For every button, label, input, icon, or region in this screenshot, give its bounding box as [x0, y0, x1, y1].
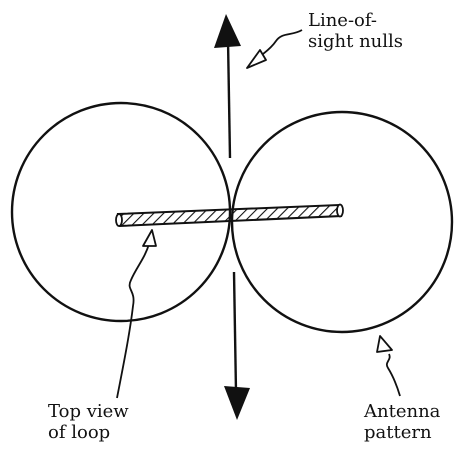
label-top-view-of-loop-line1: Top view	[48, 401, 129, 422]
label-antenna-pattern-line2: pattern	[364, 422, 432, 443]
lower-null-arrow	[224, 271, 250, 420]
loop-leader	[116, 229, 157, 399]
nulls-leader	[246, 29, 303, 69]
loop-top-view	[115, 203, 344, 228]
label-top-view-of-loop: Top view of loop	[48, 401, 129, 443]
label-line-of-sight-nulls-line1: Line-of-	[308, 10, 377, 31]
label-line-of-sight-nulls: Line-of- sight nulls	[308, 10, 403, 52]
right-pattern-lobe	[230, 110, 454, 334]
label-antenna-pattern: Antenna pattern	[364, 401, 440, 443]
upper-null-arrow	[214, 14, 241, 159]
label-antenna-pattern-line1: Antenna	[364, 401, 441, 422]
pattern-leader	[376, 335, 401, 397]
label-line-of-sight-nulls-line2: sight nulls	[308, 31, 404, 52]
label-top-view-of-loop-line2: of loop	[48, 422, 111, 443]
